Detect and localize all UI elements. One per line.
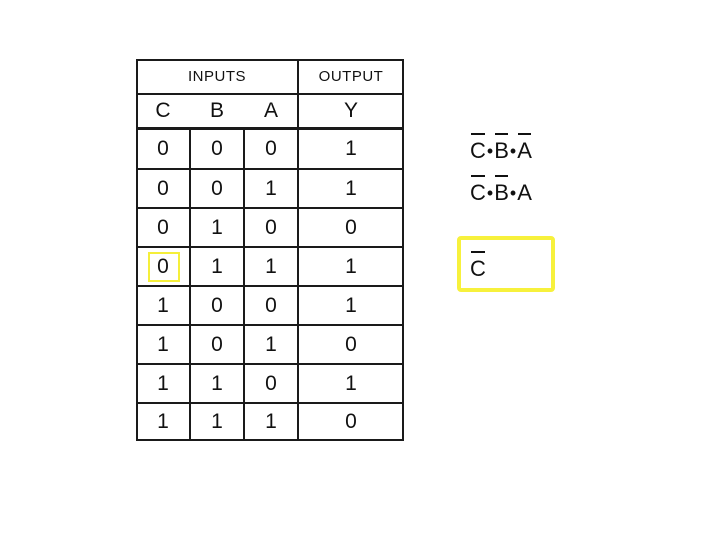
cell-a: 1	[265, 176, 277, 200]
column-header-a: A	[263, 99, 278, 122]
cell-b: 1	[211, 371, 223, 395]
output-column-divider	[297, 59, 299, 441]
cell-b: 0	[211, 332, 223, 356]
cell-c: 0	[157, 136, 169, 160]
output-header: OUTPUT	[318, 68, 384, 85]
term-c-not: C	[470, 133, 486, 163]
cell-y: 1	[345, 371, 357, 395]
cell-y: 1	[345, 254, 357, 278]
cell-b: 0	[211, 293, 223, 317]
table-border-left	[136, 59, 138, 441]
row-divider	[136, 363, 404, 365]
minterm-expression-2: C•B•A	[470, 175, 532, 206]
cell-a: 1	[265, 409, 277, 433]
truth-table: INPUTS OUTPUT C B A Y 0 0 0 1 0 0 1 1 0 …	[136, 59, 404, 441]
cell-b: 0	[211, 176, 223, 200]
cell-y: 1	[345, 176, 357, 200]
cell-y: 1	[345, 136, 357, 160]
cell-b: 1	[211, 409, 223, 433]
term-a: A	[517, 180, 532, 205]
highlighted-expression: C	[470, 251, 486, 282]
header-bottom-divider	[136, 127, 404, 130]
table-border-top	[136, 59, 404, 61]
row-divider	[136, 402, 404, 404]
cell-a: 0	[265, 293, 277, 317]
term-b-not: B	[494, 175, 509, 205]
row-divider	[136, 207, 404, 209]
inputs-header: INPUTS	[187, 68, 246, 85]
cell-a: 0	[265, 371, 277, 395]
cell-c: 1	[157, 293, 169, 317]
cell-b: 1	[211, 254, 223, 278]
header-divider	[136, 93, 404, 95]
column-divider	[189, 128, 191, 441]
minterm-expression-1: C•B•A	[470, 133, 532, 164]
table-border-bottom	[136, 439, 404, 441]
cell-a: 1	[265, 254, 277, 278]
table-border-right	[402, 59, 404, 441]
row-divider	[136, 324, 404, 326]
term-c-not: C	[470, 175, 486, 205]
term-a-not: A	[517, 133, 532, 163]
term-c-not: C	[470, 251, 486, 281]
highlighted-expression-box	[457, 236, 555, 292]
column-header-b: B	[209, 99, 224, 122]
and-operator: •	[486, 141, 494, 161]
cell-b: 0	[211, 136, 223, 160]
cell-c: 1	[157, 371, 169, 395]
cell-c: 0	[157, 215, 169, 239]
column-header-y: Y	[343, 99, 358, 122]
cell-c: 1	[157, 332, 169, 356]
cell-y: 1	[345, 293, 357, 317]
column-header-c: C	[155, 99, 171, 122]
cell-c: 0	[157, 254, 169, 278]
and-operator: •	[486, 183, 494, 203]
row-divider	[136, 285, 404, 287]
cell-y: 0	[345, 215, 357, 239]
cell-c: 1	[157, 409, 169, 433]
highlighted-cell-marker	[148, 252, 180, 282]
cell-c: 0	[157, 176, 169, 200]
row-divider	[136, 246, 404, 248]
and-operator: •	[509, 183, 517, 203]
cell-y: 0	[345, 332, 357, 356]
term-b-not: B	[494, 133, 509, 163]
cell-b: 1	[211, 215, 223, 239]
cell-y: 0	[345, 409, 357, 433]
row-divider	[136, 168, 404, 170]
cell-a: 0	[265, 215, 277, 239]
cell-a: 1	[265, 332, 277, 356]
cell-a: 0	[265, 136, 277, 160]
column-divider	[243, 128, 245, 441]
and-operator: •	[509, 141, 517, 161]
